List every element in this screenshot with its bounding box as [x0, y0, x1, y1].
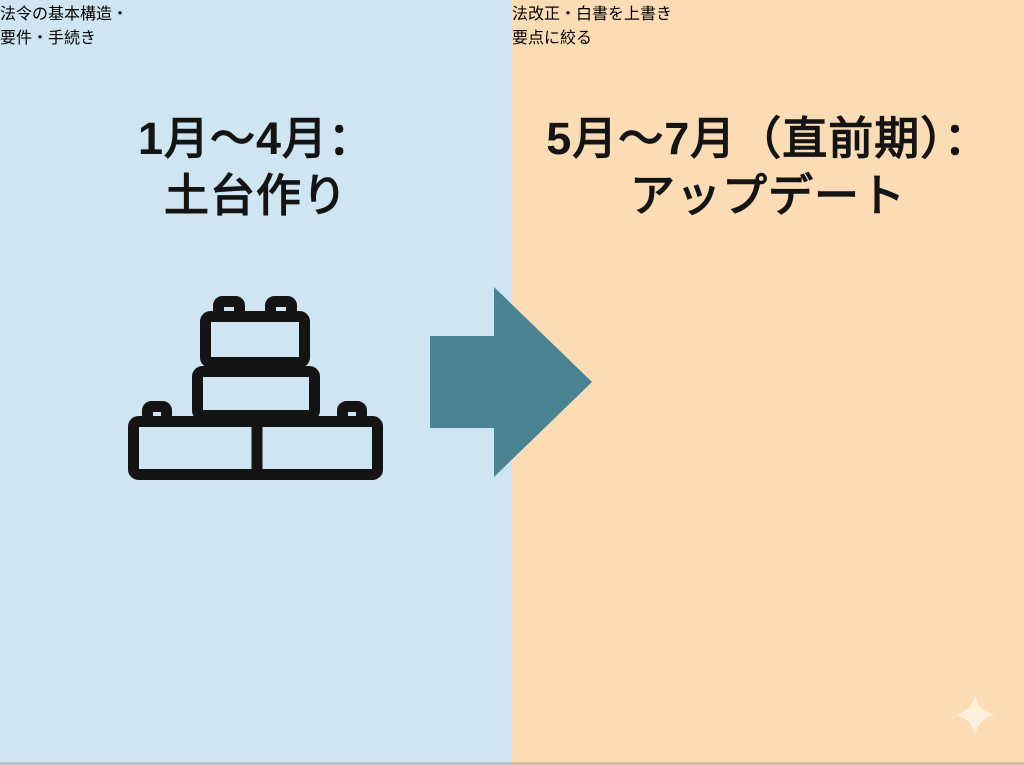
left-caption-line1: 法令の基本構造・: [0, 6, 129, 23]
sparkle-icon: [955, 695, 995, 735]
building-blocks-icon: [128, 294, 384, 486]
right-panel: 5月〜7月（直前期）： アップデート 法改正・白書を上書き 要点に絞る: [512, 0, 1024, 765]
left-title-line2: 土台作り: [163, 170, 348, 221]
right-arrow-icon: [430, 285, 594, 479]
right-caption-line1: 法改正・白書を上書き: [512, 6, 673, 23]
right-title-line1: 5月〜7月（直前期）：: [546, 113, 990, 164]
left-panel-title: 1月〜4月： 土台作り: [0, 110, 512, 224]
left-panel: 1月〜4月： 土台作り 法令の基本構造・ 要件・手続き: [0, 0, 512, 765]
left-caption-line2: 要件・手続き: [0, 30, 97, 47]
left-title-line1: 1月〜4月：: [137, 113, 375, 164]
right-title-line2: アップデート: [629, 170, 906, 221]
right-caption-line2: 要点に絞る: [512, 30, 593, 47]
photo-bottom-edge: [0, 762, 1024, 765]
right-panel-title: 5月〜7月（直前期）： アップデート: [512, 110, 1024, 224]
